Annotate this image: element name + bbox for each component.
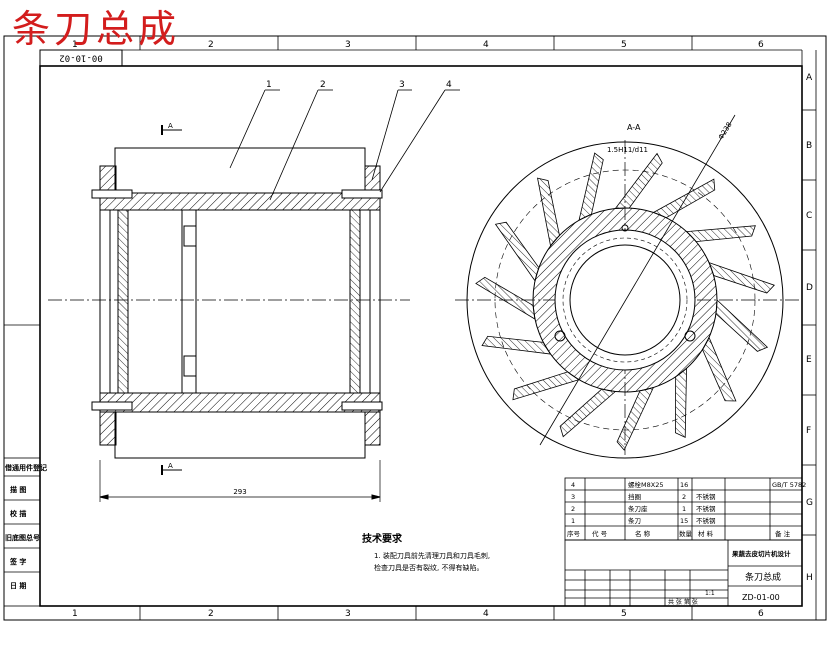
bom-qty: 15 [680, 517, 688, 525]
title-block [564, 539, 803, 607]
blade-tooth [708, 261, 775, 294]
blade-tooth [715, 299, 769, 352]
zone-letters-right: A B C D E F G H [806, 73, 813, 583]
blade-tooth [702, 336, 737, 402]
bom-cells: 4 螺栓M8X25 16 GB/T 5782 3 挡圈 2 不锈钢 2 条刀座 … [567, 480, 806, 538]
left-label: 借通用件登记 [4, 463, 47, 472]
bom-name: 条刀 [628, 516, 641, 525]
drawing-code-box [39, 49, 123, 67]
zone-letter: A [806, 73, 813, 83]
bom-header-code: 代 号 [592, 529, 608, 538]
zone-letter: C [806, 211, 812, 221]
bom-header-note: 备 注 [775, 529, 791, 538]
blade-tooth [652, 178, 716, 219]
tech-req-title: 技术要求 [362, 532, 403, 545]
tech-req-line-1: 1. 装配刀具前先清理刀具和刀具毛刺, [374, 551, 490, 560]
zone-number-top: 4 [483, 40, 489, 50]
blade-tooth [475, 276, 536, 320]
left-label: 签 字 [9, 557, 26, 566]
bom-material: 不锈钢 [696, 504, 716, 513]
left-label: 旧底图总号 [5, 533, 40, 542]
tolerance-note: 1.5H11/d11 [607, 146, 648, 154]
left-column [3, 457, 41, 607]
leader-label-4: 4 [446, 80, 452, 90]
bom-no: 4 [571, 481, 575, 489]
bom-no: 2 [571, 505, 575, 513]
drawing-code-rotated: 00-10-02 [59, 53, 102, 63]
bom-material: 不锈钢 [696, 492, 716, 501]
section-mark-top: A [168, 122, 173, 130]
bom-qty: 2 [682, 493, 686, 501]
blade-tooth [537, 177, 560, 247]
leader-label-3: 3 [399, 80, 405, 90]
bom-material: 不锈钢 [696, 516, 716, 525]
bom-table [564, 477, 803, 541]
dimension-width: 293 [233, 488, 246, 496]
bom-name: 条刀座 [628, 504, 648, 513]
bom-name: 挡圈 [628, 492, 641, 501]
bom-no: 1 [571, 517, 575, 525]
zone-number-bottom: 2 [208, 609, 214, 619]
zone-letter: B [806, 141, 812, 151]
zone-letter: F [806, 426, 811, 436]
zone-letter: H [806, 573, 813, 583]
diameter-note: Φ238 [717, 121, 734, 141]
blade-tooth [616, 386, 655, 451]
circular-view [455, 114, 800, 459]
blade-tooth [481, 335, 552, 355]
section-mark-bottom: A [168, 462, 173, 470]
zone-number-bottom: 1 [72, 609, 78, 619]
bom-qty: 16 [680, 481, 688, 489]
bom-header-material: 材 料 [698, 529, 714, 538]
blade-tooth [675, 367, 687, 439]
title-scale: 1:1 [705, 590, 715, 597]
zone-letter: G [806, 498, 813, 508]
zone-number-bottom: 5 [621, 609, 627, 619]
bom-no: 3 [571, 493, 575, 501]
zone-number-top: 6 [758, 40, 764, 50]
zone-numbers-top: 1 2 3 4 5 6 [72, 40, 764, 50]
left-column-labels: 借通用件登记 描 图 校 描 旧底图总号 签 字 日 期 [4, 463, 47, 590]
bom-qty: 1 [682, 505, 686, 513]
overlay-title: 条刀总成 [12, 7, 181, 51]
leader-label-2: 2 [320, 80, 326, 90]
outer-border [3, 35, 827, 621]
title-drawing-name: 条刀总成 [745, 571, 781, 583]
zone-grid-top [4, 36, 816, 620]
zone-number-top: 5 [621, 40, 627, 50]
blade-tooth [614, 152, 663, 209]
left-label: 日 期 [10, 581, 26, 590]
section-view [48, 89, 460, 502]
bom-header-qty: 数量 [679, 529, 693, 538]
blade-tooth [494, 221, 540, 282]
zone-number-bottom: 4 [483, 609, 489, 619]
blade-tooth [685, 225, 756, 243]
zone-number-top: 2 [208, 40, 214, 50]
bom-header-no: 序号 [567, 529, 581, 538]
blade-tooth [512, 371, 580, 401]
zone-number-bottom: 3 [345, 609, 351, 619]
bom-header-name: 名 称 [635, 529, 651, 538]
zone-number-bottom: 6 [758, 609, 764, 619]
left-label: 描 图 [10, 485, 26, 494]
zone-numbers-bottom: 1 2 3 4 5 6 [72, 609, 764, 619]
leader-label-1: 1 [266, 80, 272, 90]
blade-tooth [578, 152, 604, 222]
section-view-label: A-A [627, 123, 641, 132]
left-label: 校 描 [10, 509, 26, 518]
bom-std: GB/T 5782 [772, 481, 806, 489]
title-sheet: 共 张 第 张 [668, 598, 698, 606]
bom-name: 螺栓M8X25 [628, 480, 663, 489]
zone-letter: E [806, 355, 812, 365]
zone-number-top: 3 [345, 40, 351, 50]
title-project: 果蔬去皮切片机设计 [731, 549, 791, 558]
tech-req-line-2: 检查刀具是否有裂纹, 不得有缺陷。 [374, 563, 483, 572]
zone-letter: D [806, 283, 813, 293]
title-drawing-number: ZD-01-00 [742, 593, 780, 602]
blade-tooth [559, 388, 617, 438]
zone-number-top: 1 [72, 40, 78, 50]
